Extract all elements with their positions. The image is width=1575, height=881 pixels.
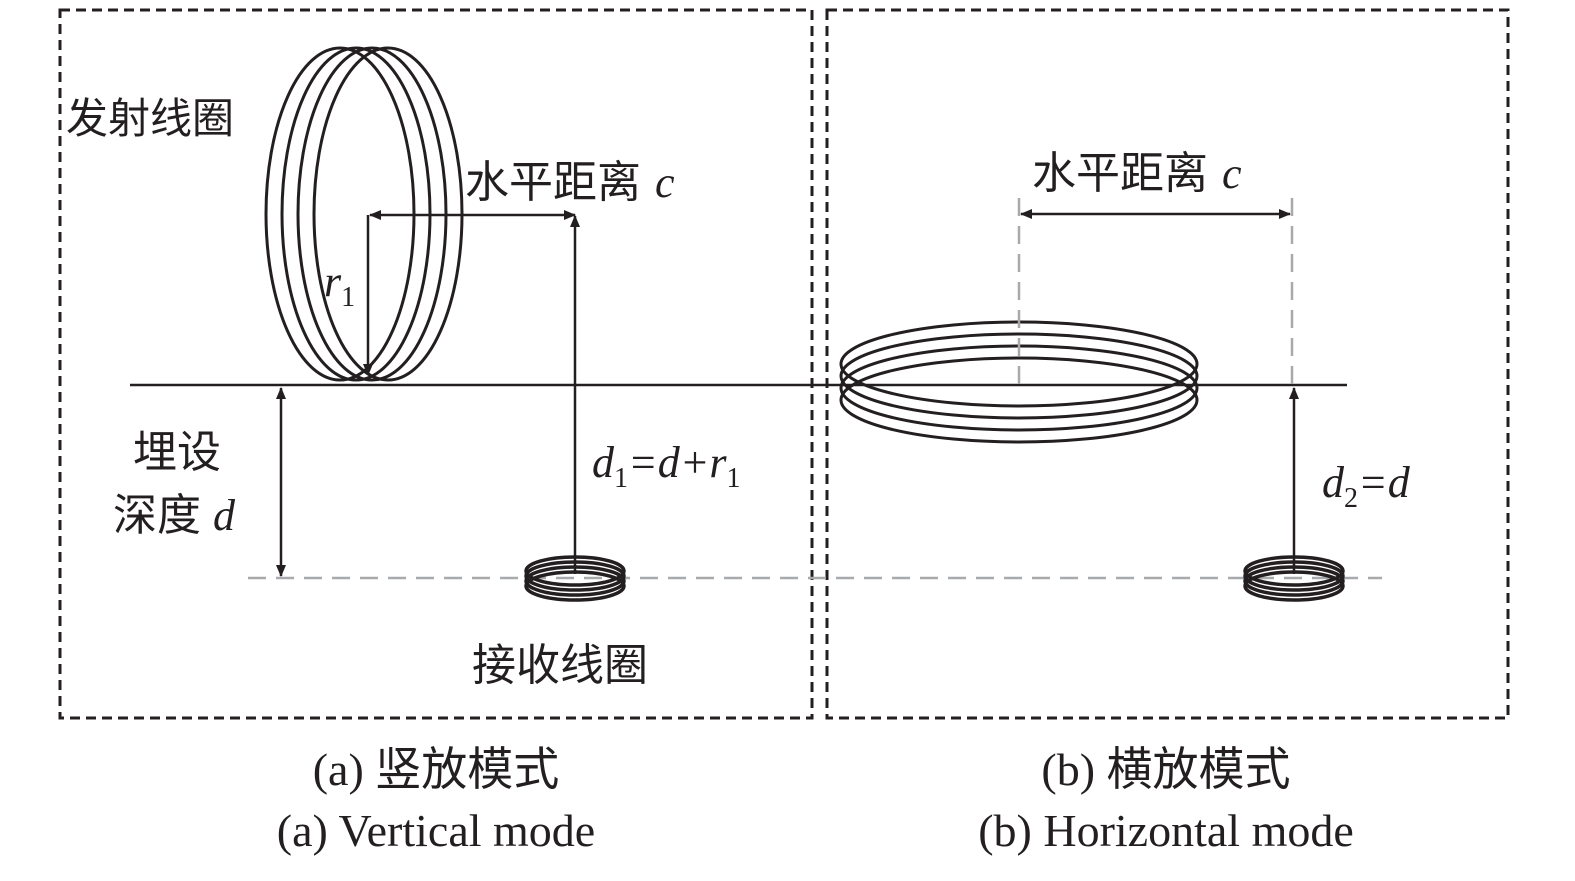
burial-label-line1: 埋设 bbox=[133, 427, 221, 478]
receive-coil-a bbox=[524, 555, 626, 602]
transmit-coil-label: 发射线圈 bbox=[66, 94, 234, 143]
caption-a-en: (a) Vertical mode bbox=[277, 805, 595, 856]
panel-a-frame bbox=[58, 8, 814, 720]
receive-coil-b bbox=[1243, 555, 1345, 602]
caption-b-en: (b) Horizontal mode bbox=[978, 805, 1354, 856]
receive-coil-label: 接收线圈 bbox=[472, 640, 648, 691]
panel-b-frame bbox=[825, 8, 1510, 720]
distance-formula-b: d2=d bbox=[1322, 458, 1411, 514]
radius-label: r1 bbox=[324, 257, 355, 313]
caption-b-cn: (b) 横放模式 bbox=[1041, 744, 1290, 795]
caption-a-cn: (a) 竖放模式 bbox=[313, 744, 560, 795]
distance-formula-a: d1=d+r1 bbox=[592, 438, 741, 494]
